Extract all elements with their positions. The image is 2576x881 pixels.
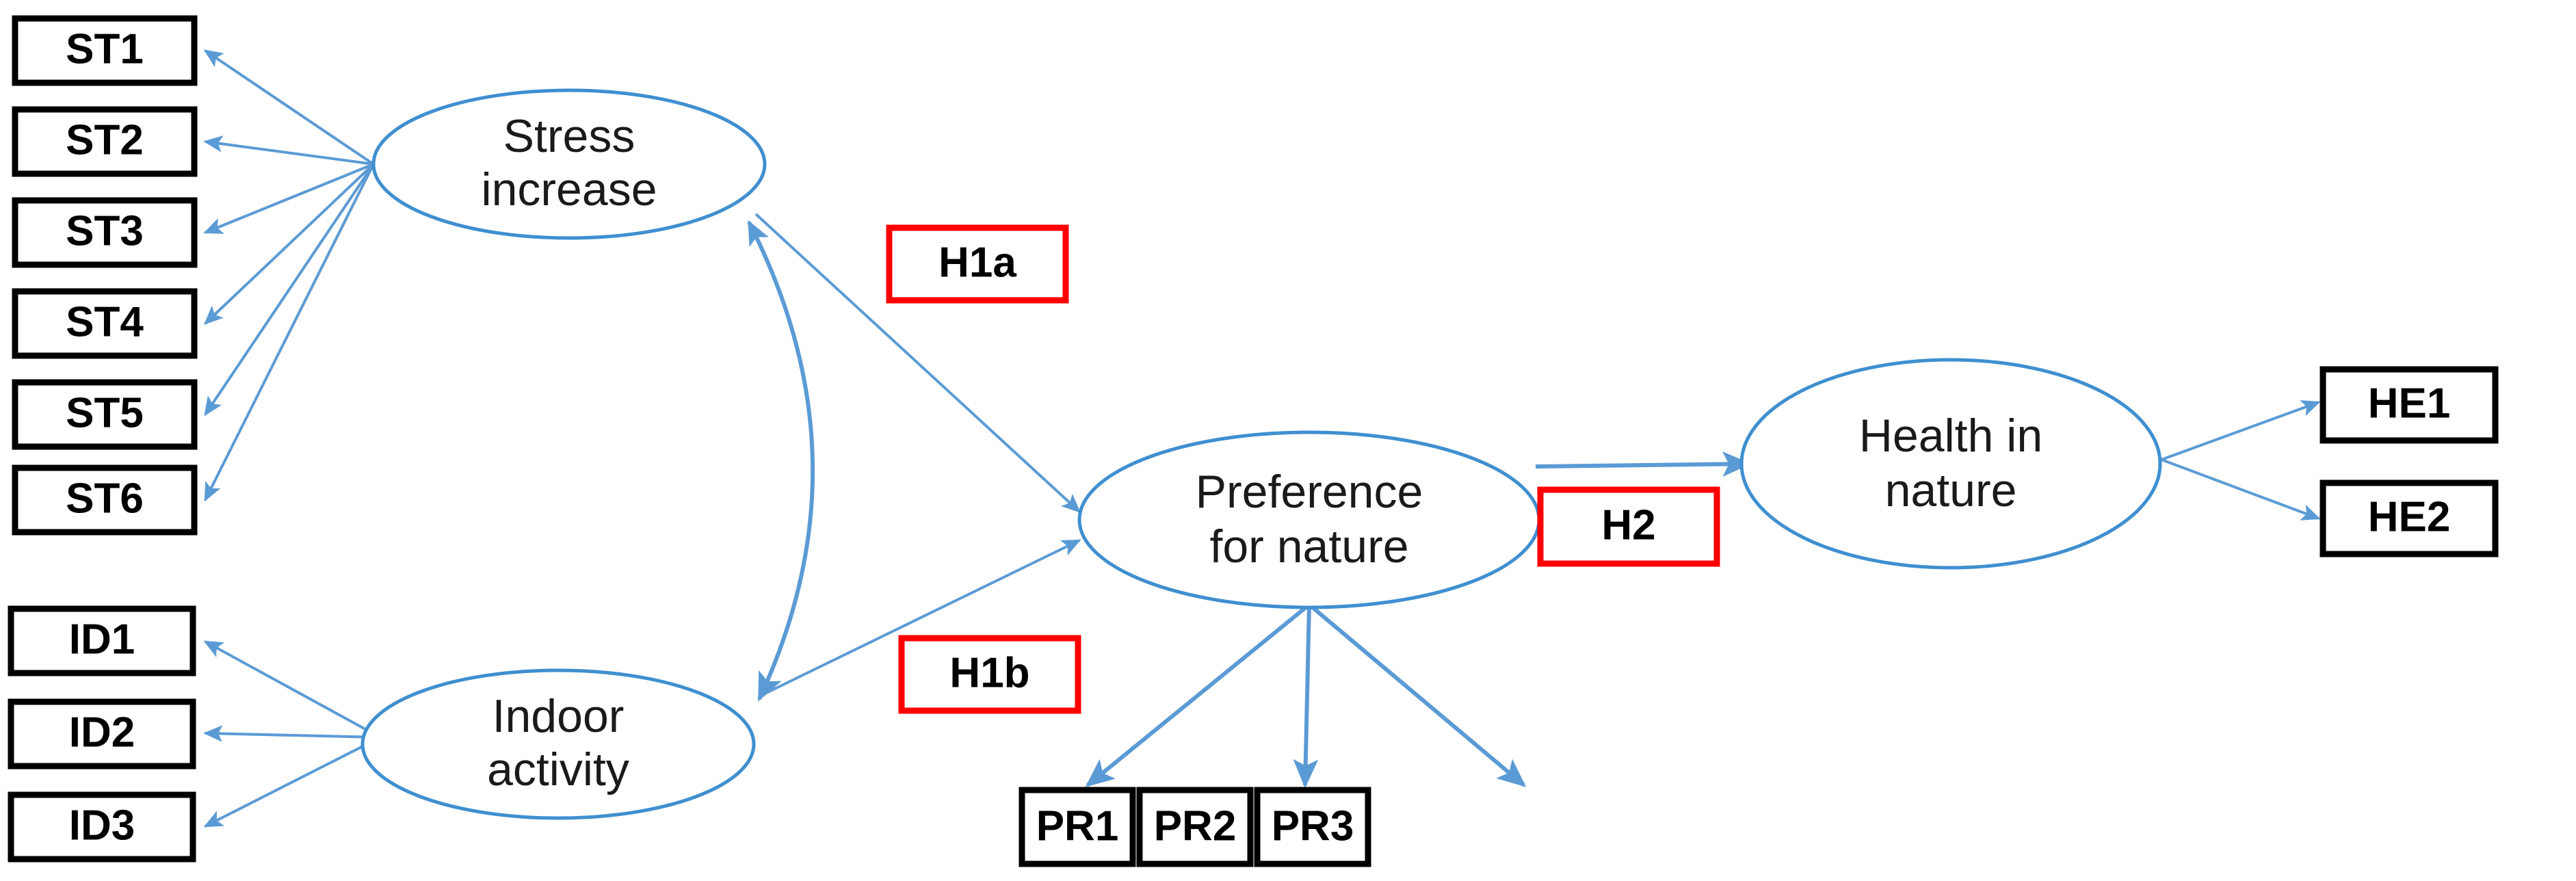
latent-label-indoor-line2: activity bbox=[487, 744, 629, 795]
indicator-box-id2[interactable]: ID2 bbox=[8, 698, 196, 770]
label-pr3: PR3 bbox=[1272, 802, 1354, 850]
indicator-box-st6[interactable]: ST6 bbox=[12, 464, 198, 536]
edges-indoor-to-indicators bbox=[203, 640, 381, 828]
box-st6 bbox=[12, 464, 198, 536]
label-id2: ID2 bbox=[69, 709, 135, 756]
latent-label-health-line1: Health in bbox=[1859, 410, 2042, 462]
label-h1a: H1a bbox=[938, 239, 1016, 286]
box-st3 bbox=[12, 197, 198, 268]
label-pr2: PR2 bbox=[1154, 802, 1237, 850]
label-h1b: H1b bbox=[949, 649, 1029, 696]
label-st3: ST3 bbox=[66, 207, 144, 254]
box-pr3 bbox=[1254, 787, 1371, 867]
box-h1b bbox=[898, 635, 1081, 714]
edge-indoor-id2 bbox=[203, 725, 381, 742]
box-he2 bbox=[2319, 479, 2499, 557]
edge-stress-st4 bbox=[203, 163, 375, 325]
edge-stress-st1 bbox=[203, 49, 375, 166]
label-pr1: PR1 bbox=[1036, 802, 1119, 850]
ellipse-preference-for-nature bbox=[1077, 430, 1541, 609]
label-id1: ID1 bbox=[69, 616, 135, 663]
edge-health-he1 bbox=[2161, 400, 2321, 461]
indicator-box-pr2[interactable]: PR2 bbox=[1136, 787, 1254, 867]
path-covariance-stress-indoor bbox=[747, 220, 815, 702]
indicator-box-st5[interactable]: ST5 bbox=[12, 379, 198, 450]
edge-stress-st6 bbox=[204, 163, 375, 502]
edge-stress-st5 bbox=[204, 163, 375, 417]
box-pr2 bbox=[1136, 787, 1254, 867]
box-he1 bbox=[2319, 366, 2499, 444]
edges-stress-to-indicators bbox=[203, 49, 375, 502]
latent-label-preference-line2: for nature bbox=[1209, 521, 1408, 573]
label-st6: ST6 bbox=[66, 475, 144, 522]
path-h1a-stress-to-preference bbox=[754, 213, 1081, 513]
edges-preference-to-indicators bbox=[1085, 603, 1527, 789]
box-st4 bbox=[12, 288, 198, 359]
structural-paths bbox=[747, 213, 1752, 702]
edge-stress-st3 bbox=[203, 163, 374, 234]
box-id1 bbox=[8, 605, 196, 676]
box-id2 bbox=[8, 698, 196, 770]
ellipse-health-in-nature bbox=[1739, 358, 2162, 570]
hypothesis-box-h1b[interactable]: H1b bbox=[898, 635, 1081, 714]
edge-preference-pr3 bbox=[1308, 603, 1527, 787]
indicator-box-st1[interactable]: ST1 bbox=[12, 15, 198, 86]
box-h1a bbox=[886, 224, 1069, 304]
edge-indoor-id1 bbox=[203, 640, 381, 739]
edge-preference-pr1 bbox=[1085, 603, 1311, 787]
label-h2: H2 bbox=[1601, 501, 1655, 549]
box-st2 bbox=[12, 106, 198, 177]
box-st5 bbox=[12, 379, 198, 450]
label-st5: ST5 bbox=[66, 389, 144, 436]
box-id3 bbox=[8, 791, 196, 863]
path-h2-preference-to-health bbox=[1535, 451, 1752, 477]
latent-label-stress-line2: increase bbox=[481, 163, 657, 215]
indicator-box-he2[interactable]: HE2 bbox=[2319, 479, 2499, 557]
ellipse-indoor-activity bbox=[360, 668, 756, 820]
latent-preference-for-nature[interactable]: Preference for nature bbox=[1077, 430, 1541, 609]
latent-indoor-activity[interactable]: Indoor activity bbox=[360, 668, 756, 820]
edge-health-he2 bbox=[2161, 458, 2321, 521]
latent-label-preference-line1: Preference bbox=[1196, 466, 1423, 518]
label-st4: ST4 bbox=[66, 298, 144, 345]
edge-indoor-id3 bbox=[203, 736, 381, 828]
path-h1b-indoor-to-preference bbox=[759, 539, 1081, 698]
indicator-box-pr3[interactable]: PR3 bbox=[1254, 787, 1371, 867]
label-he1: HE1 bbox=[2368, 380, 2451, 427]
label-st1: ST1 bbox=[66, 25, 144, 73]
latent-label-health-line2: nature bbox=[1885, 464, 2017, 516]
ellipse-stress-increase bbox=[371, 88, 767, 240]
indicator-box-pr1[interactable]: PR1 bbox=[1018, 787, 1136, 867]
indicator-box-st4[interactable]: ST4 bbox=[12, 288, 198, 359]
box-pr1 bbox=[1018, 787, 1136, 867]
latent-stress-increase[interactable]: Stress increase bbox=[371, 88, 767, 240]
label-id3: ID3 bbox=[69, 802, 135, 849]
indicator-box-id1[interactable]: ID1 bbox=[8, 605, 196, 676]
hypothesis-box-h1a[interactable]: H1a bbox=[886, 224, 1069, 304]
indicator-box-id3[interactable]: ID3 bbox=[8, 791, 196, 863]
latent-health-in-nature[interactable]: Health in nature bbox=[1739, 358, 2162, 570]
edge-stress-st2 bbox=[203, 135, 374, 166]
edges-health-to-indicators bbox=[2161, 400, 2321, 521]
edge-preference-pr2 bbox=[1293, 604, 1319, 789]
latent-label-stress-line1: Stress bbox=[503, 110, 635, 162]
latent-label-indoor-line1: Indoor bbox=[492, 690, 625, 742]
box-h2 bbox=[1537, 486, 1720, 567]
hypothesis-box-h2[interactable]: H2 bbox=[1537, 486, 1720, 567]
indicator-box-st3[interactable]: ST3 bbox=[12, 197, 198, 268]
box-st1 bbox=[12, 15, 198, 86]
indicator-box-st2[interactable]: ST2 bbox=[12, 106, 198, 177]
label-st2: ST2 bbox=[66, 116, 144, 163]
indicator-box-he1[interactable]: HE1 bbox=[2319, 366, 2499, 444]
label-he2: HE2 bbox=[2368, 493, 2451, 540]
